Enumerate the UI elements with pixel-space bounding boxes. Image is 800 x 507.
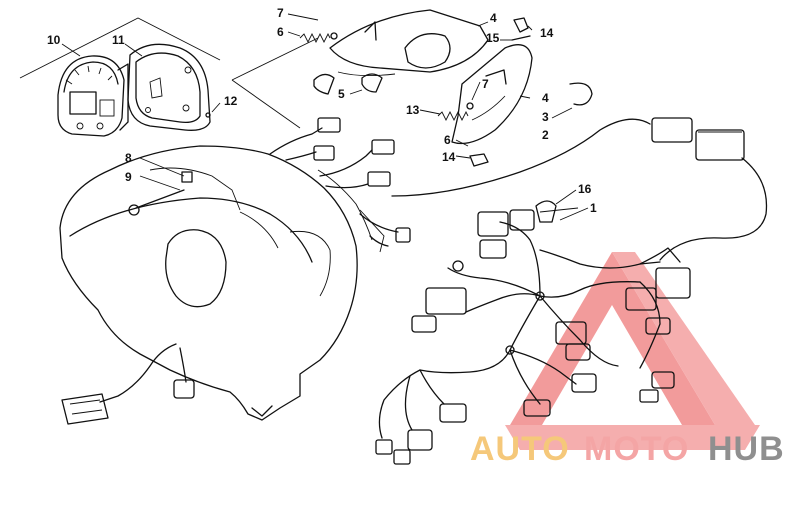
callout-3: 3 (542, 110, 549, 124)
springs (299, 32, 474, 122)
callout-16: 16 (578, 182, 592, 196)
left-harness (61, 343, 195, 425)
callout-9: 9 (125, 170, 132, 184)
callout-12: 12 (224, 94, 238, 108)
callout-6: 6 (277, 25, 284, 39)
watermark-triangle (505, 252, 760, 450)
callout-2: 2 (542, 128, 549, 142)
callout-bracket-upper (231, 13, 573, 159)
callout-11: 11 (112, 33, 125, 47)
callout-1: 1 (590, 201, 597, 215)
callout-7-lower: 7 (482, 77, 489, 91)
callout-4-lower: 4 (542, 91, 549, 105)
callout-14-lower: 14 (442, 150, 456, 164)
watermark-moto: MOTO (584, 430, 689, 468)
lower-cover (451, 44, 533, 145)
front-fairing (59, 145, 385, 421)
upper-cover (329, 9, 489, 77)
screw-12 (205, 112, 211, 118)
rubber-grommets (313, 73, 383, 95)
callout-6-lower: 6 (444, 133, 451, 147)
main-wiring-harness-2 (391, 117, 768, 261)
bolt-8-9 (128, 157, 193, 216)
watermark-hub: HUB (708, 430, 785, 468)
callout-5: 5 (338, 87, 345, 101)
clips (469, 17, 531, 167)
watermark-logo: AUTO MOTO HUB (470, 430, 785, 468)
callout-7: 7 (277, 6, 284, 20)
callout-10: 10 (47, 33, 61, 47)
callout-13: 13 (406, 103, 420, 117)
callout-bracket-cluster (19, 17, 221, 113)
instrument-cluster (57, 55, 129, 137)
callout-leaders-lower (539, 189, 589, 221)
callout-14: 14 (540, 26, 554, 40)
cluster-housing (127, 43, 211, 131)
retaining-ring (569, 82, 593, 106)
headlight-harness (269, 117, 411, 247)
main-wiring-harness-1 (378, 221, 681, 439)
callout-8: 8 (125, 151, 132, 165)
callout-15: 15 (486, 31, 500, 45)
connectors (375, 200, 691, 465)
callout-labels: 10 11 12 7 6 4 15 14 5 7 13 4 3 2 6 14 8… (47, 6, 597, 215)
watermark-auto: AUTO (470, 430, 570, 468)
callout-4: 4 (490, 11, 497, 25)
